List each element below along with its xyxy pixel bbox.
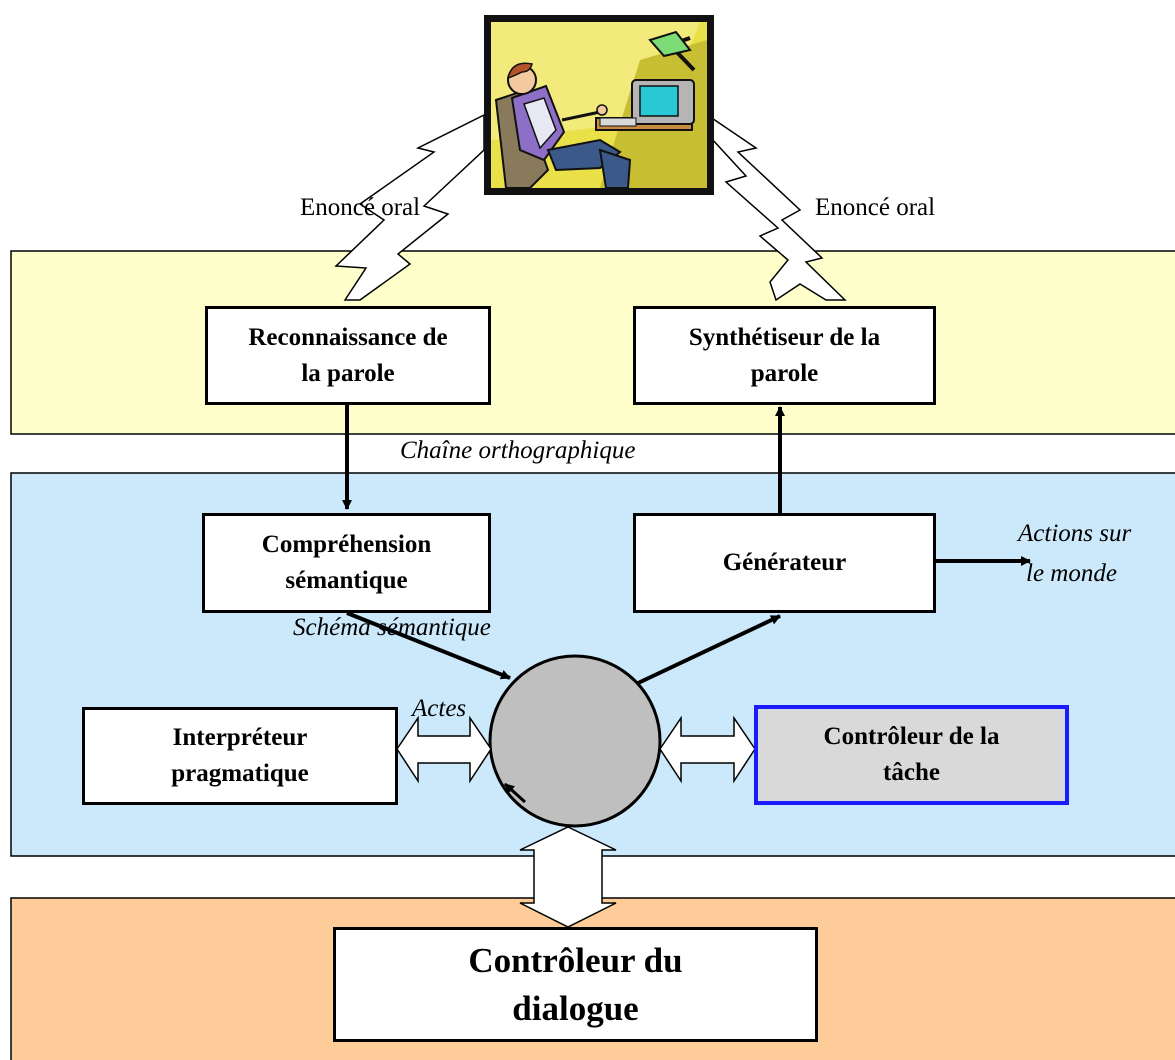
semantic-comprehension-box: Compréhension sémantique xyxy=(202,513,491,613)
acts-label: Actes xyxy=(412,695,467,722)
generator-box: Générateur xyxy=(633,513,936,613)
dialogue-controller-box: Contrôleur du dialogue xyxy=(333,927,818,1042)
pragmatic-line1: Interpréteur xyxy=(172,724,308,751)
arrow-hub-to-generator xyxy=(635,614,781,686)
dialogue-line1: Contrôleur du xyxy=(468,940,683,980)
comprehension-line1: Compréhension xyxy=(261,531,432,558)
acts-double-arrow xyxy=(396,715,492,784)
speech-synthesis-box: Synthétiseur de la parole xyxy=(633,306,936,405)
semantic-schema-label: Schéma sémantique xyxy=(293,614,491,641)
task-line1: Contrôleur de la xyxy=(823,723,1000,750)
speech-out-label: Enoncé oral xyxy=(815,194,936,221)
pragmatic-interpreter-box: Interpréteur pragmatique xyxy=(82,707,398,805)
person-on-phone-icon xyxy=(484,15,714,195)
world-actions-line1: Actions sur xyxy=(1018,520,1132,547)
task-controller-box: Contrôleur de la tâche xyxy=(754,705,1069,805)
speech-in-bolt xyxy=(334,113,485,301)
speech-recognition-box: Reconnaissance de la parole xyxy=(205,306,491,405)
hub-self-arrow xyxy=(503,782,527,804)
task-line2: tâche xyxy=(883,759,940,786)
comprehension-line2: sémantique xyxy=(285,567,408,594)
dialogue-hub xyxy=(488,654,662,828)
synthesis-line2: parole xyxy=(750,359,819,387)
world-actions-line2: le monde xyxy=(1026,560,1117,587)
synthesis-line1: Synthétiseur de la xyxy=(688,323,881,351)
pragmatic-line2: pragmatique xyxy=(171,760,309,787)
speech-layer xyxy=(10,250,1175,435)
arrow-comprehension-to-hub xyxy=(346,611,511,680)
dialogue-line2: dialogue xyxy=(512,988,639,1028)
orthographic-string-label: Chaîne orthographique xyxy=(400,437,636,464)
recognition-line2: la parole xyxy=(301,359,395,387)
speech-in-label: Enoncé oral xyxy=(300,194,421,221)
generator-label: Générateur xyxy=(722,549,847,576)
recognition-line1: Reconnaissance de xyxy=(248,323,448,351)
speech-out-bolt xyxy=(699,108,847,302)
